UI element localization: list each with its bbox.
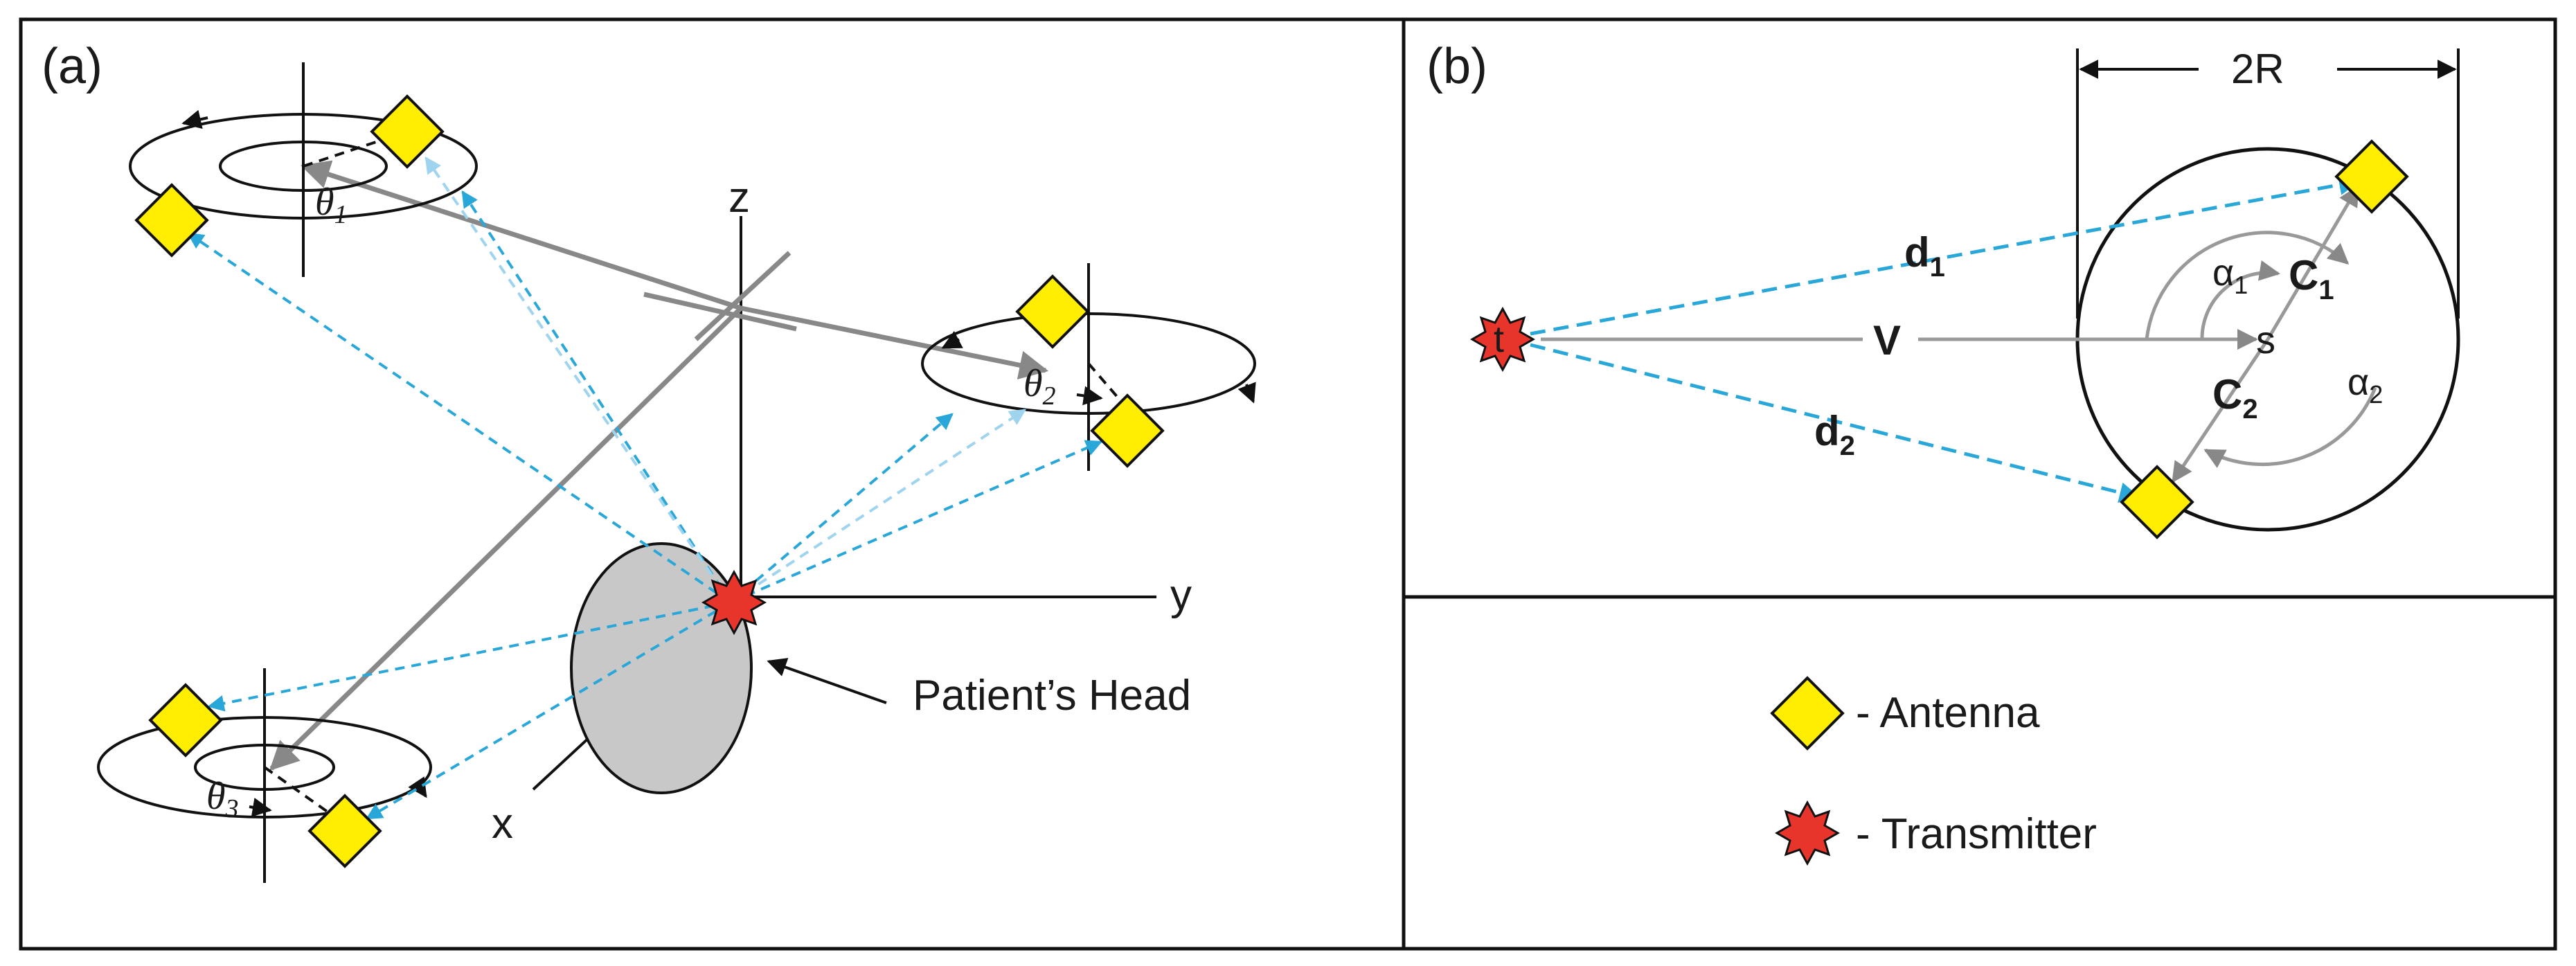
rotation-ring-1 (129, 62, 478, 277)
v-label-bg (1863, 315, 1918, 364)
legend-antenna-label: - Antenna (1856, 689, 2040, 737)
antenna-arms (269, 160, 1049, 771)
cross-tick-2 (694, 251, 791, 341)
antenna-b1 (2335, 140, 2408, 213)
cross-tick (643, 292, 797, 332)
z-axis-label: z (728, 174, 750, 222)
theta-3-label: θ3 (206, 775, 239, 823)
rotation-ring-3 (97, 668, 432, 883)
legend: - Antenna - Transmitter (1771, 677, 2097, 865)
theta-2-arrow (1076, 386, 1103, 406)
patient-head (570, 542, 753, 794)
legend-antenna-icon (1771, 677, 1844, 750)
legend-transmitter-label: - Transmitter (1856, 810, 2097, 858)
head-pointer-arrow (767, 658, 887, 704)
panel-b: (b) 2R V d1 d2 C1 (1426, 39, 2460, 539)
arm-3 (269, 306, 743, 771)
d2-label: d2 (1814, 408, 1855, 461)
signal-paths-a (187, 156, 1103, 820)
transmitter-a (702, 571, 766, 634)
dimension-2r-label: 2R (2231, 46, 2284, 92)
s-label: s (2256, 318, 2275, 361)
arm-2 (740, 305, 1049, 379)
theta-2-label: θ2 (1023, 362, 1056, 411)
head-label: Patient’s Head (913, 672, 1191, 719)
theta-1-label: θ1 (315, 181, 348, 229)
antenna-1b (135, 184, 208, 257)
panel-b-label: (b) (1426, 39, 1487, 94)
antenna-3a (149, 683, 222, 757)
alpha2-label: α2 (2347, 361, 2383, 409)
arm-1 (301, 160, 742, 311)
antenna-2b (1091, 394, 1164, 467)
v-label: V (1873, 317, 1901, 364)
antenna-1a (370, 95, 444, 168)
y-axis-label: y (1170, 571, 1192, 619)
alpha1-label: α1 (2212, 252, 2248, 299)
panel-a: (a) z y x Patient’s Head (42, 39, 1256, 883)
signal-paths-b (1530, 175, 2360, 503)
rotation-ring-2 (921, 263, 1256, 471)
c1-label: C1 (2289, 252, 2334, 305)
d1-label: d1 (1904, 229, 1945, 283)
figure-frames (19, 17, 2557, 951)
c1-vector (2266, 185, 2360, 341)
theta-3-arrow (249, 798, 272, 817)
t-label: t (1494, 319, 1504, 360)
antenna-2a (1016, 275, 1089, 348)
dimension-2r (2076, 48, 2460, 319)
c2-vector (2171, 338, 2270, 483)
antenna-b2 (2120, 465, 2194, 539)
alpha-arcs (2145, 231, 2377, 468)
panel-a-label: (a) (42, 39, 102, 94)
x-axis-label: x (492, 800, 513, 848)
legend-transmitter-icon (1776, 801, 1839, 865)
c2-label: C2 (2212, 371, 2258, 424)
